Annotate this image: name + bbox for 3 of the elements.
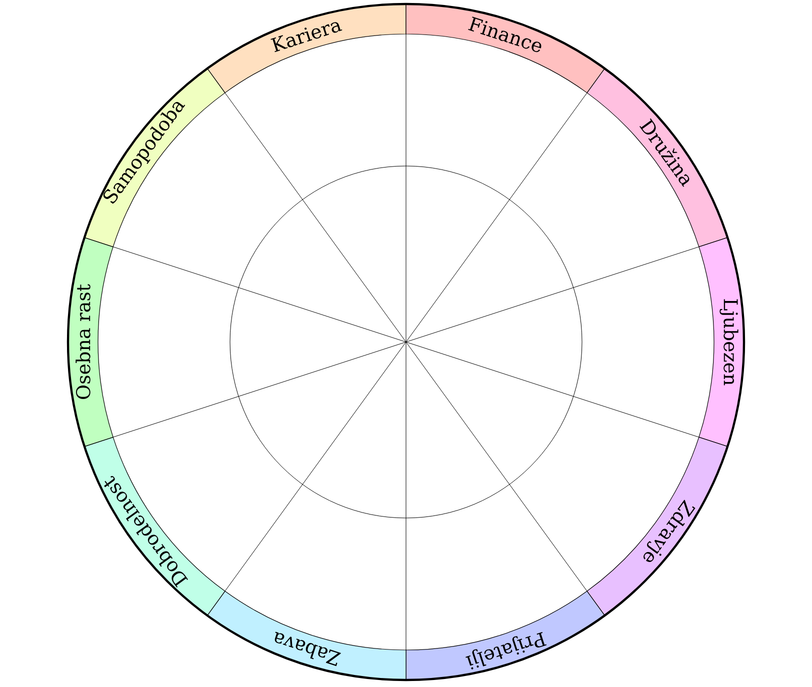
segment-band: Kariera: [207, 4, 406, 94]
segment-band: Ljubezen: [698, 237, 744, 447]
segment-band: Osebna rast: [68, 237, 114, 447]
